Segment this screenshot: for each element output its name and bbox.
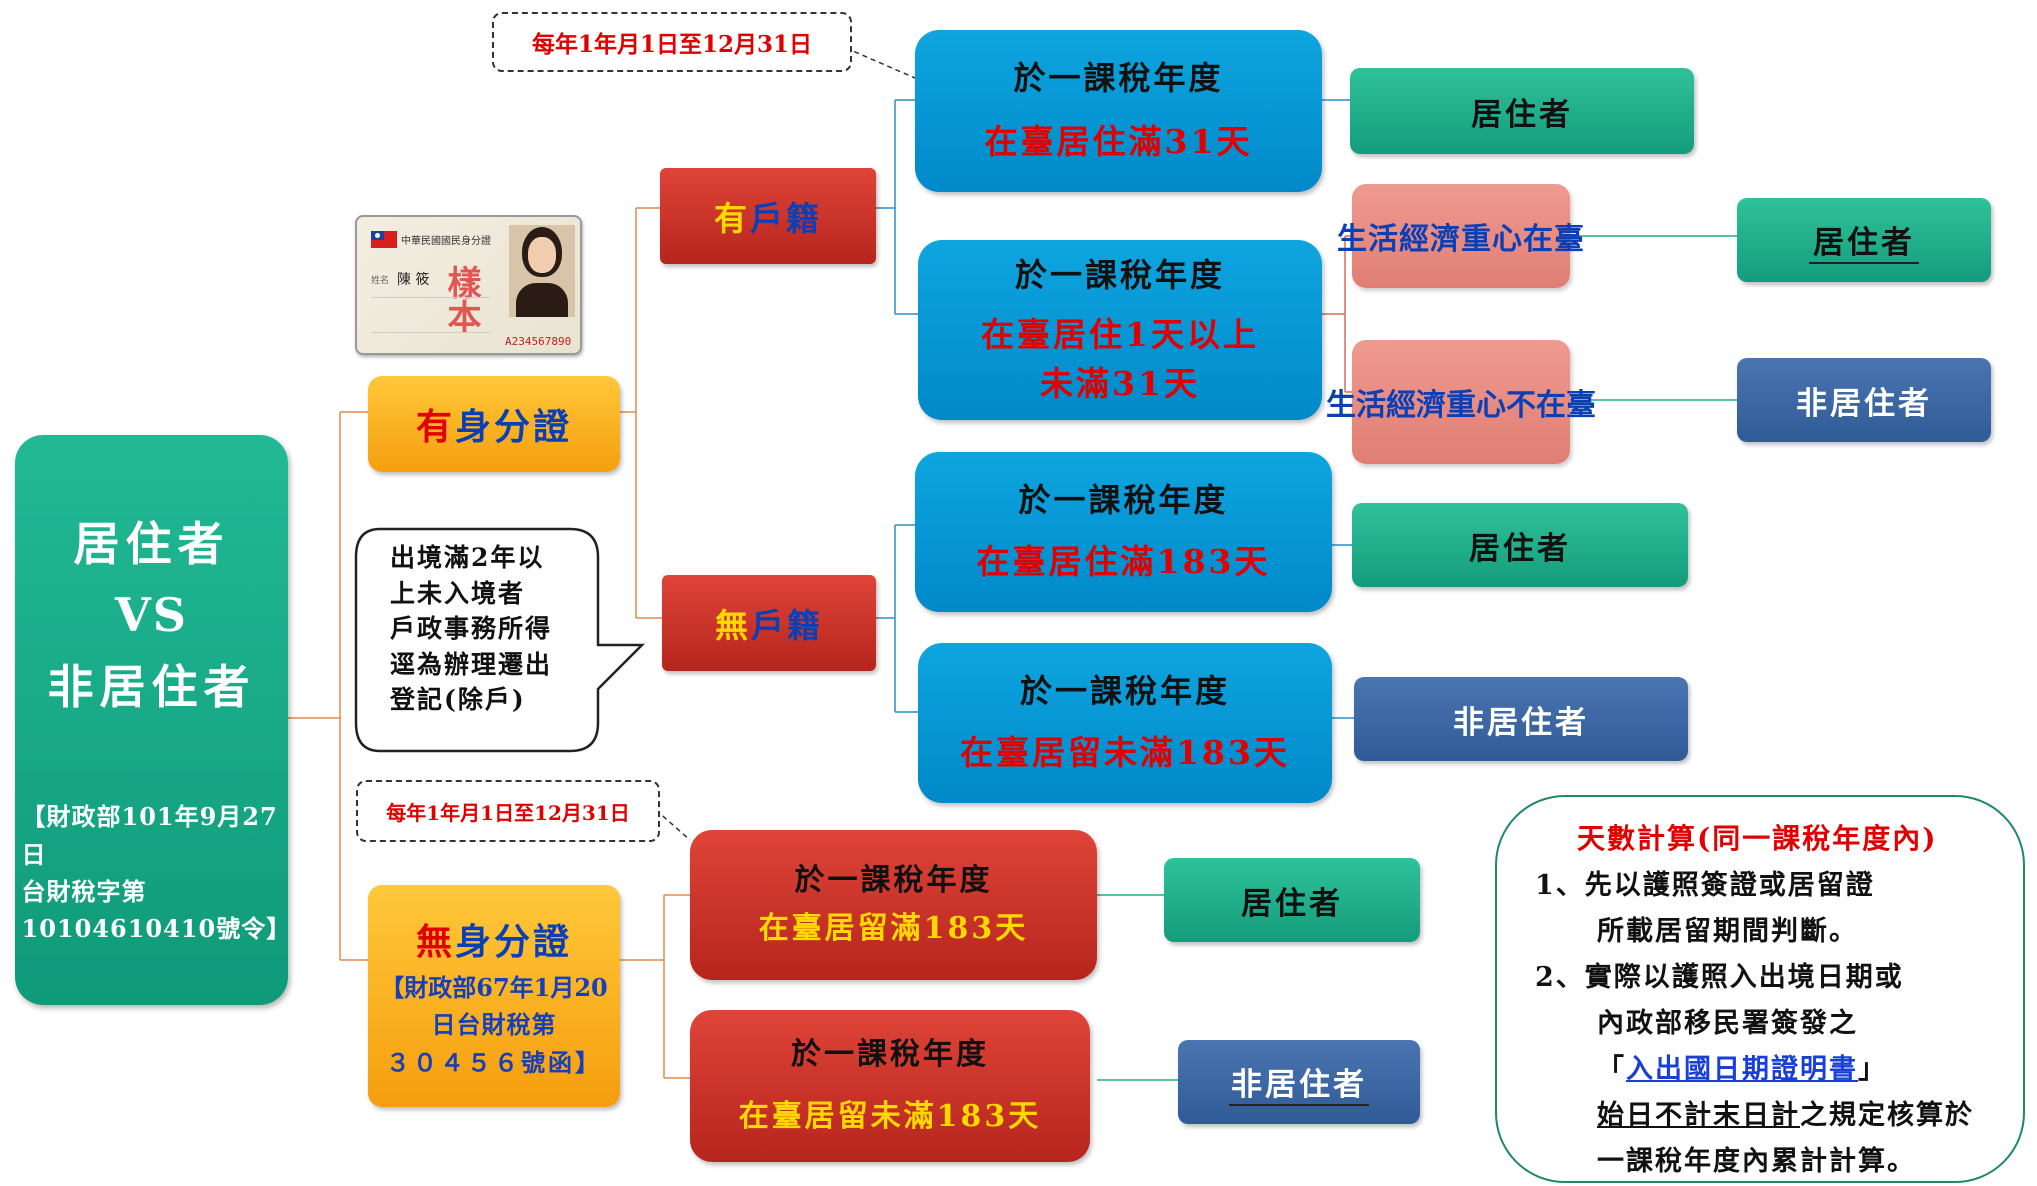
condition-hh-31-days: 於一課稅年度 在臺居住滿31天 [915,30,1322,192]
root-title-line3: 非居住者 [47,659,256,714]
result-resident-2: 居住者 [1737,198,1991,282]
id-card-title: 中華民國國民身分證 [401,236,491,247]
result-resident-6: 居住者 [1164,858,1420,942]
life-center-not-in-taiwan: 生活經濟重心不在臺 [1326,340,1596,464]
condition-nh-less-183-days: 於一課稅年度 在臺居留未滿183天 [918,643,1332,803]
callout-bubble-shape [354,527,646,753]
no-household-node: 無戶籍 [662,575,876,671]
quote-close: 」 [1858,1054,1887,1085]
has-id-prefix: 有 [415,406,455,448]
day-count-item2-a: 2、實際以護照入出境日期或 [1535,962,1904,993]
id-card-photo [509,225,575,317]
day-count-title: 天數計算(同一課稅年度內) [1577,822,1938,855]
life-center-out-label: 生活經濟重心不在臺 [1326,388,1596,423]
condition-hh-1to31-value2: 未滿31天 [1040,364,1200,404]
day-count-item2-c: 「入出國日期證明書」 [1597,1047,1887,1086]
root-node: 居住者 VS 非居住者 【財政部101年9月27日 台財稅字第 10104610… [15,435,292,1005]
callout-text: 出境滿2年以 上未入境者 戶政事務所得 逕為辦理遷出 登記(除戶) [390,540,590,718]
condition-ni-lt183-value: 在臺居留未滿183天 [738,1099,1042,1134]
has-id-card-node: 有身分證 [368,376,620,472]
id-card-image: 中華民國國民身分證 姓名 陳 筱 樣本 A234567890 [355,215,582,355]
day-count-rule-underlined: 始日不計末日計 [1597,1100,1800,1131]
result-resident-1: 居住者 [1350,68,1694,154]
condition-nh-183-value: 在臺居住滿183天 [976,542,1271,582]
root-citation-line3: 10104610410號令】 [21,913,292,943]
id-card-lines [371,297,491,333]
callout-line2: 上未入境者 [390,578,526,608]
id-card-sample-stamp: 樣本 [441,265,481,333]
no-id-rest: 身分證 [455,921,573,964]
condition-ni-183-value: 在臺居留滿183天 [758,911,1029,946]
quote-open: 「 [1597,1054,1626,1085]
id-card-name: 陳 筱 [397,272,430,288]
condition-hh-1-to-31-days: 於一課稅年度 在臺居住1天以上 未滿31天 [918,240,1322,420]
life-center-in-taiwan: 生活經濟重心在臺 [1337,184,1584,288]
callout-line5: 登記(除戶) [390,685,526,714]
result-nonresident-3: 非居住者 [1737,358,1991,442]
day-count-item1-a: 1、先以護照簽證或居留證 [1535,870,1875,901]
day-count-info-box: 天數計算(同一課稅年度內) 1、先以護照簽證或居留證 所載居留期間判斷。 2、實… [1495,795,2025,1183]
condition-nh-183-heading: 於一課稅年度 [1018,481,1229,520]
callout-line4: 逕為辦理遷出 [390,649,553,679]
result-resident-4: 居住者 [1352,503,1688,587]
result-nonresident-7: 非居住者 [1178,1040,1420,1124]
condition-nh-lt183-value: 在臺居留未滿183天 [960,733,1290,773]
tax-year-note-bottom: 每年1年月1日至12月31日 [356,780,660,842]
no-id-card-node: 無身分證 【財政部67年1月20 日台財稅第 ３０４５６號函】 [368,885,620,1107]
condition-nh-183-days: 於一課稅年度 在臺居住滿183天 [915,452,1332,612]
day-count-item2-e: 一課稅年度內累計計算。 [1597,1146,1916,1177]
result-resident-2-label: 居住者 [1809,217,1919,264]
root-citation-line1: 【財政部101年9月27日 [21,802,278,869]
condition-nh-lt183-heading: 於一課稅年度 [1019,672,1230,711]
root-citation-line2: 台財稅字第 [21,876,147,906]
condition-hh-1to31-heading: 於一課稅年度 [1014,255,1225,294]
day-count-item2-b: 內政部移民署簽發之 [1597,1008,1858,1039]
day-count-rule-rest: 之規定核算於 [1800,1100,1974,1131]
result-nonresident-7-label: 非居住者 [1229,1059,1369,1106]
life-center-in-label: 生活經濟重心在臺 [1337,222,1585,257]
condition-ni-less-183-days: 於一課稅年度 在臺居留未滿183天 [690,1010,1090,1162]
has-household-node: 有戶籍 [660,168,876,264]
entry-exit-certificate-link[interactable]: 入出國日期證明書 [1626,1054,1858,1085]
result-nonresident-5: 非居住者 [1354,677,1688,761]
has-household-rest: 戶籍 [750,199,822,238]
condition-hh-31-value: 在臺居住滿31天 [984,122,1253,162]
tax-year-note-top: 每年1年月1日至12月31日 [492,12,852,72]
condition-hh-1to31-value1: 在臺居住1天以上 [981,315,1259,355]
no-household-prefix: 無 [715,606,751,645]
callout-line3: 戶政事務所得 [390,614,553,643]
no-id-prefix: 無 [415,921,455,964]
root-citation: 【財政部101年9月27日 台財稅字第 10104610410號令】 [21,798,292,947]
condition-hh-31-heading: 於一課稅年度 [1013,59,1224,98]
condition-ni-183-days: 於一課稅年度 在臺居留滿183天 [690,830,1097,980]
root-title-line2: VS [115,587,188,642]
condition-ni-lt183-heading: 於一課稅年度 [791,1036,989,1072]
has-id-rest: 身分證 [455,406,573,448]
condition-ni-183-heading: 於一課稅年度 [794,862,993,898]
no-id-citation-line2: 日台財稅第 [431,1010,557,1040]
no-household-rest: 戶籍 [751,606,823,645]
root-title-line1: 居住者 [73,517,230,571]
id-card-name-label: 姓名 [371,276,390,286]
day-count-item2-d: 始日不計末日計之規定核算於 [1597,1093,1974,1132]
flag-icon [371,231,397,248]
callout-line1: 出境滿2年以 [390,543,545,572]
has-household-prefix: 有 [714,199,750,238]
no-id-citation-line3: ３０４５６號函】 [386,1047,602,1077]
id-card-number: A234567890 [505,335,572,348]
day-count-item1-b: 所載居留期間判斷。 [1597,916,1858,947]
no-id-citation-line1: 【財政部67年1月20 [380,973,608,1003]
